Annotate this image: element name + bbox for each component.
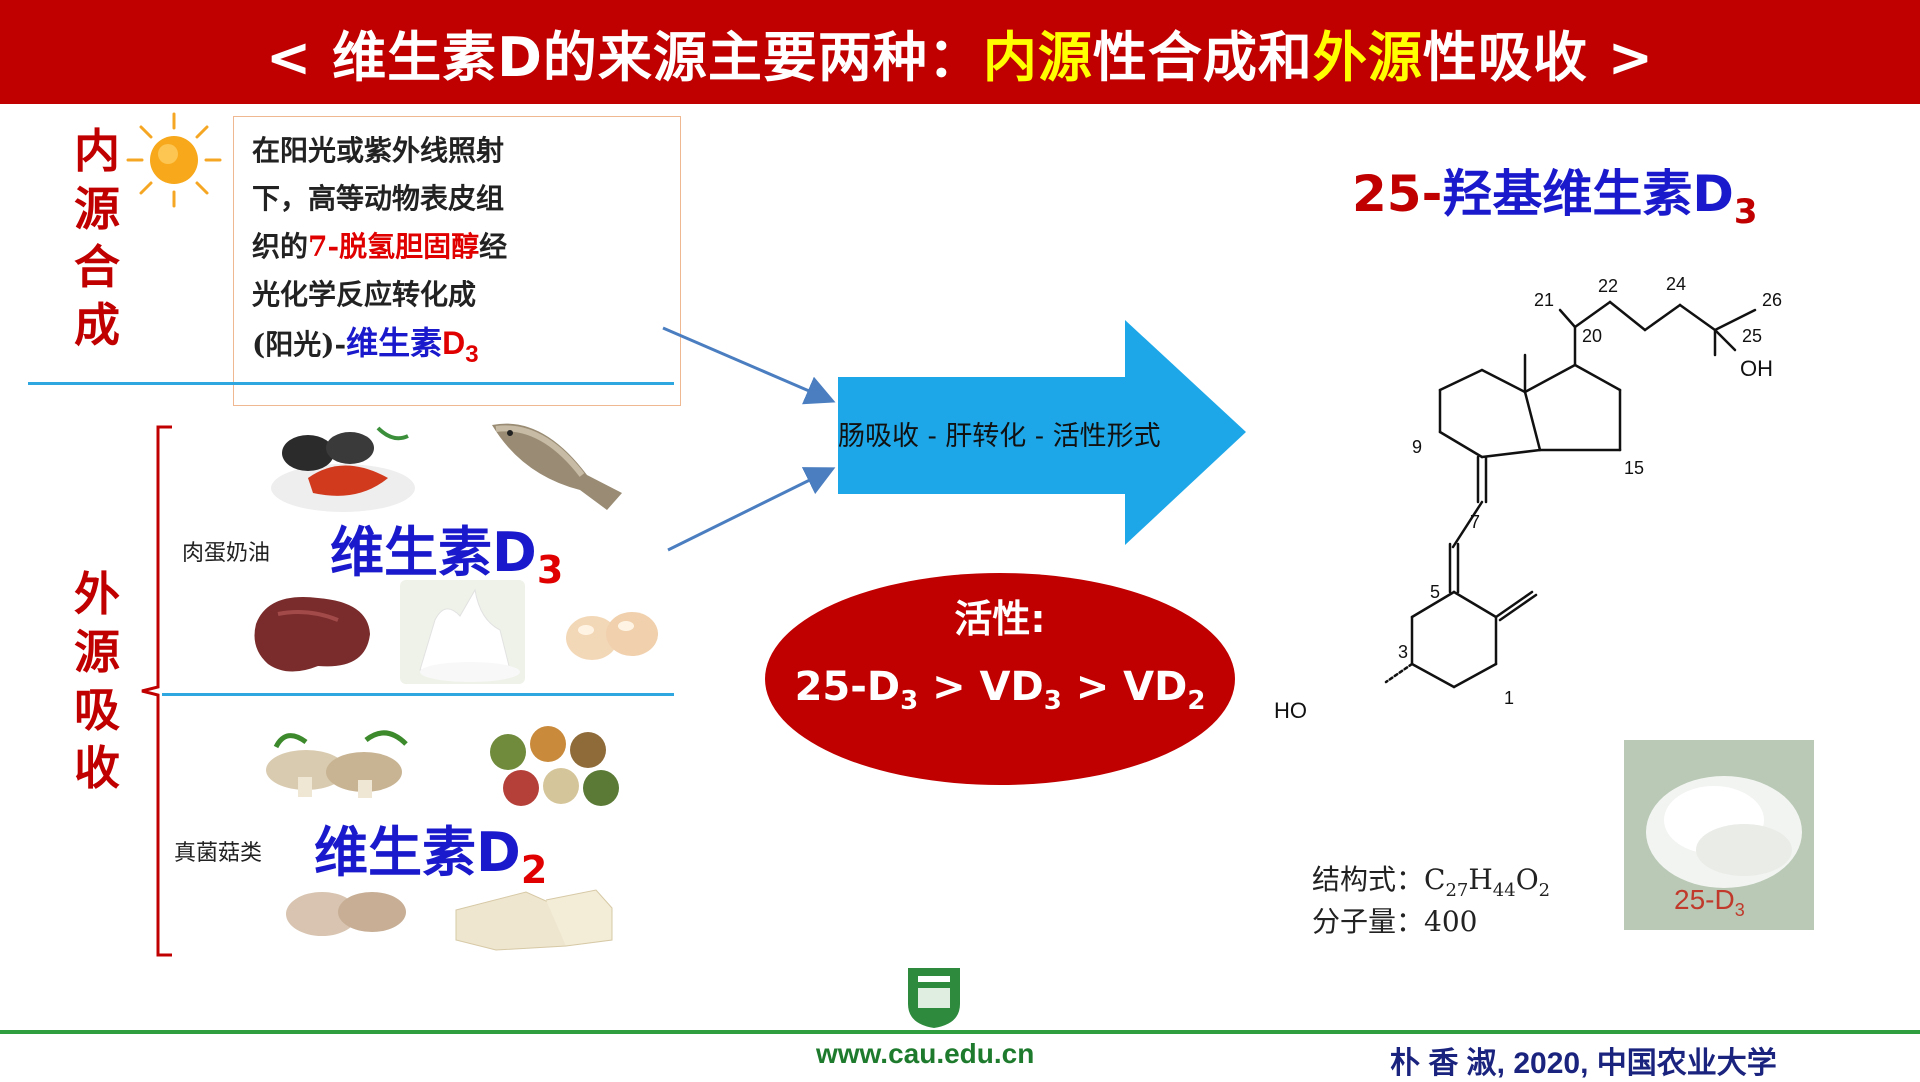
powder-pile-icon [1646,776,1802,888]
atom-20: 20 [1582,326,1602,346]
formula-h-sub: 44 [1492,880,1516,901]
arrow-from-endogenous [662,326,836,405]
atom-7: 7 [1470,512,1480,532]
atom-9: 9 [1412,437,1422,457]
atom-oh: OH [1740,356,1773,381]
powder-label: 25-D3 [1674,884,1745,920]
animal-food-caption: 肉蛋奶油 [182,541,271,566]
title-highlight-endogenous: 内源 [982,25,1093,89]
bracket-icon [141,425,172,957]
mw-label: 分子量： [1312,905,1425,938]
rank-25d-sub: 3 [900,686,919,716]
milk-image [400,580,525,684]
desc-d: D [442,325,466,361]
seafood-image [271,426,415,512]
exogenous-label: 外源吸收 [74,567,120,795]
atom-5: 5 [1430,582,1440,602]
atom-15: 15 [1624,458,1644,478]
vitamin-d2-label: 维生素D2 [314,808,547,892]
formula-label: 结构式： [1312,863,1425,896]
rank-vd2-sub: 2 [1187,686,1206,716]
endogenous-description: 在阳光或紫外线照射 下，高等动物表皮组 织的7-脱氢胆固醇经 光化学反应转化成 … [233,116,681,406]
compound-title-prefix: 25- [1352,165,1443,223]
dehydrocholesterol-term: 7-脱氢胆固醇 [308,230,480,263]
mushrooms-image [266,730,408,798]
fish-image [492,423,622,510]
activity-label: 活性: [954,597,1046,641]
flow-arrows [662,320,1246,552]
molecular-formula: 结构式：C27H44O2 [1312,858,1551,901]
atom-25: 25 [1742,326,1762,346]
desc-line-1: 在阳光或紫外线照射 [252,134,505,167]
rank-vd2: > VD [1061,664,1188,710]
oyster-mushroom-image [286,892,406,936]
section-divider-bottom [162,693,674,696]
title-prefix: < 维生素D的来源主要两种： [266,25,983,89]
atom-22: 22 [1598,276,1618,296]
atom-21: 21 [1534,290,1554,310]
formula-o-sub: 2 [1538,880,1551,901]
compound-title: 25-羟基维生素D3 [1352,154,1758,232]
powder-label-text: 25-D [1674,884,1735,915]
title-bar: < 维生素D的来源主要两种：内源性合成和外源性吸收 > [0,0,1920,104]
atom-24: 24 [1666,274,1686,294]
fungi-caption: 真菌菇类 [174,841,263,866]
vitamin-d3-label: 维生素D3 [330,508,563,592]
rank-vd3: > VD [918,664,1044,710]
grains-image [490,726,619,806]
molecular-weight: 分子量：400 [1312,900,1477,940]
sun-icon [126,112,222,208]
formula-h: H [1468,863,1493,896]
desc-vitamin: 维生素 [346,324,443,362]
vd2-sub: 2 [520,848,548,892]
atom-1: 1 [1504,688,1514,708]
desc-line-2: 下，高等动物表皮组 [252,182,505,215]
activity-ranking: 25-D3 > VD3 > VD2 [760,664,1240,716]
tofu-image [455,889,613,951]
arrow-from-exogenous [667,467,836,552]
footer-line [0,1030,1920,1034]
process-text: 肠吸收 - 肝转化 - 活性形式 [838,421,1161,452]
activity-ellipse [765,573,1235,785]
powder-image: 25-D3 [1624,740,1814,930]
university-logo-icon [908,968,960,1028]
formula-o: O [1515,863,1539,896]
structure-diagram: 21 22 24 26 25 20 OH 9 15 7 5 3 1 HO [1274,274,1782,723]
desc-line-5-prefix: (阳光)- [252,328,347,361]
mw-value: 400 [1424,905,1478,938]
desc-d-sub: 3 [465,341,479,368]
footer-url[interactable]: www.cau.edu.cn [816,1038,1035,1069]
rank-vd3-sub: 3 [1043,686,1062,716]
vd3-text: 维生素D [330,521,537,584]
compound-title-text: 羟基维生素D [1442,165,1734,223]
footer-credit: 朴 香 淑, 2020, 中国农业大学 [1390,1047,1777,1080]
atom-26: 26 [1762,290,1782,310]
big-process-arrow [838,320,1246,545]
formula-c-sub: 27 [1445,880,1469,901]
liver-image [254,597,370,672]
atom-ho: HO [1274,698,1307,723]
title-highlight-exogenous: 外源 [1312,25,1423,89]
section-divider-top [28,382,674,385]
page-title: < 维生素D的来源主要两种：内源性合成和外源性吸收 > [266,13,1654,92]
powder-label-sub: 3 [1734,900,1745,920]
rank-25d: 25-D [794,664,901,710]
vd3-sub: 3 [536,548,564,592]
title-suffix: 性吸收 > [1422,25,1654,89]
endogenous-label: 内源合成 [74,124,120,352]
compound-title-sub: 3 [1733,192,1758,232]
desc-line-4: 光化学反应转化成 [252,278,477,311]
formula-c: C [1424,863,1446,896]
eggs-image [566,612,658,660]
desc-line-3: 织的 [252,230,309,263]
atom-3: 3 [1398,642,1408,662]
title-middle: 性合成和 [1092,25,1313,89]
vd2-text: 维生素D [314,821,521,884]
desc-line-3-rest: 经 [479,230,508,263]
